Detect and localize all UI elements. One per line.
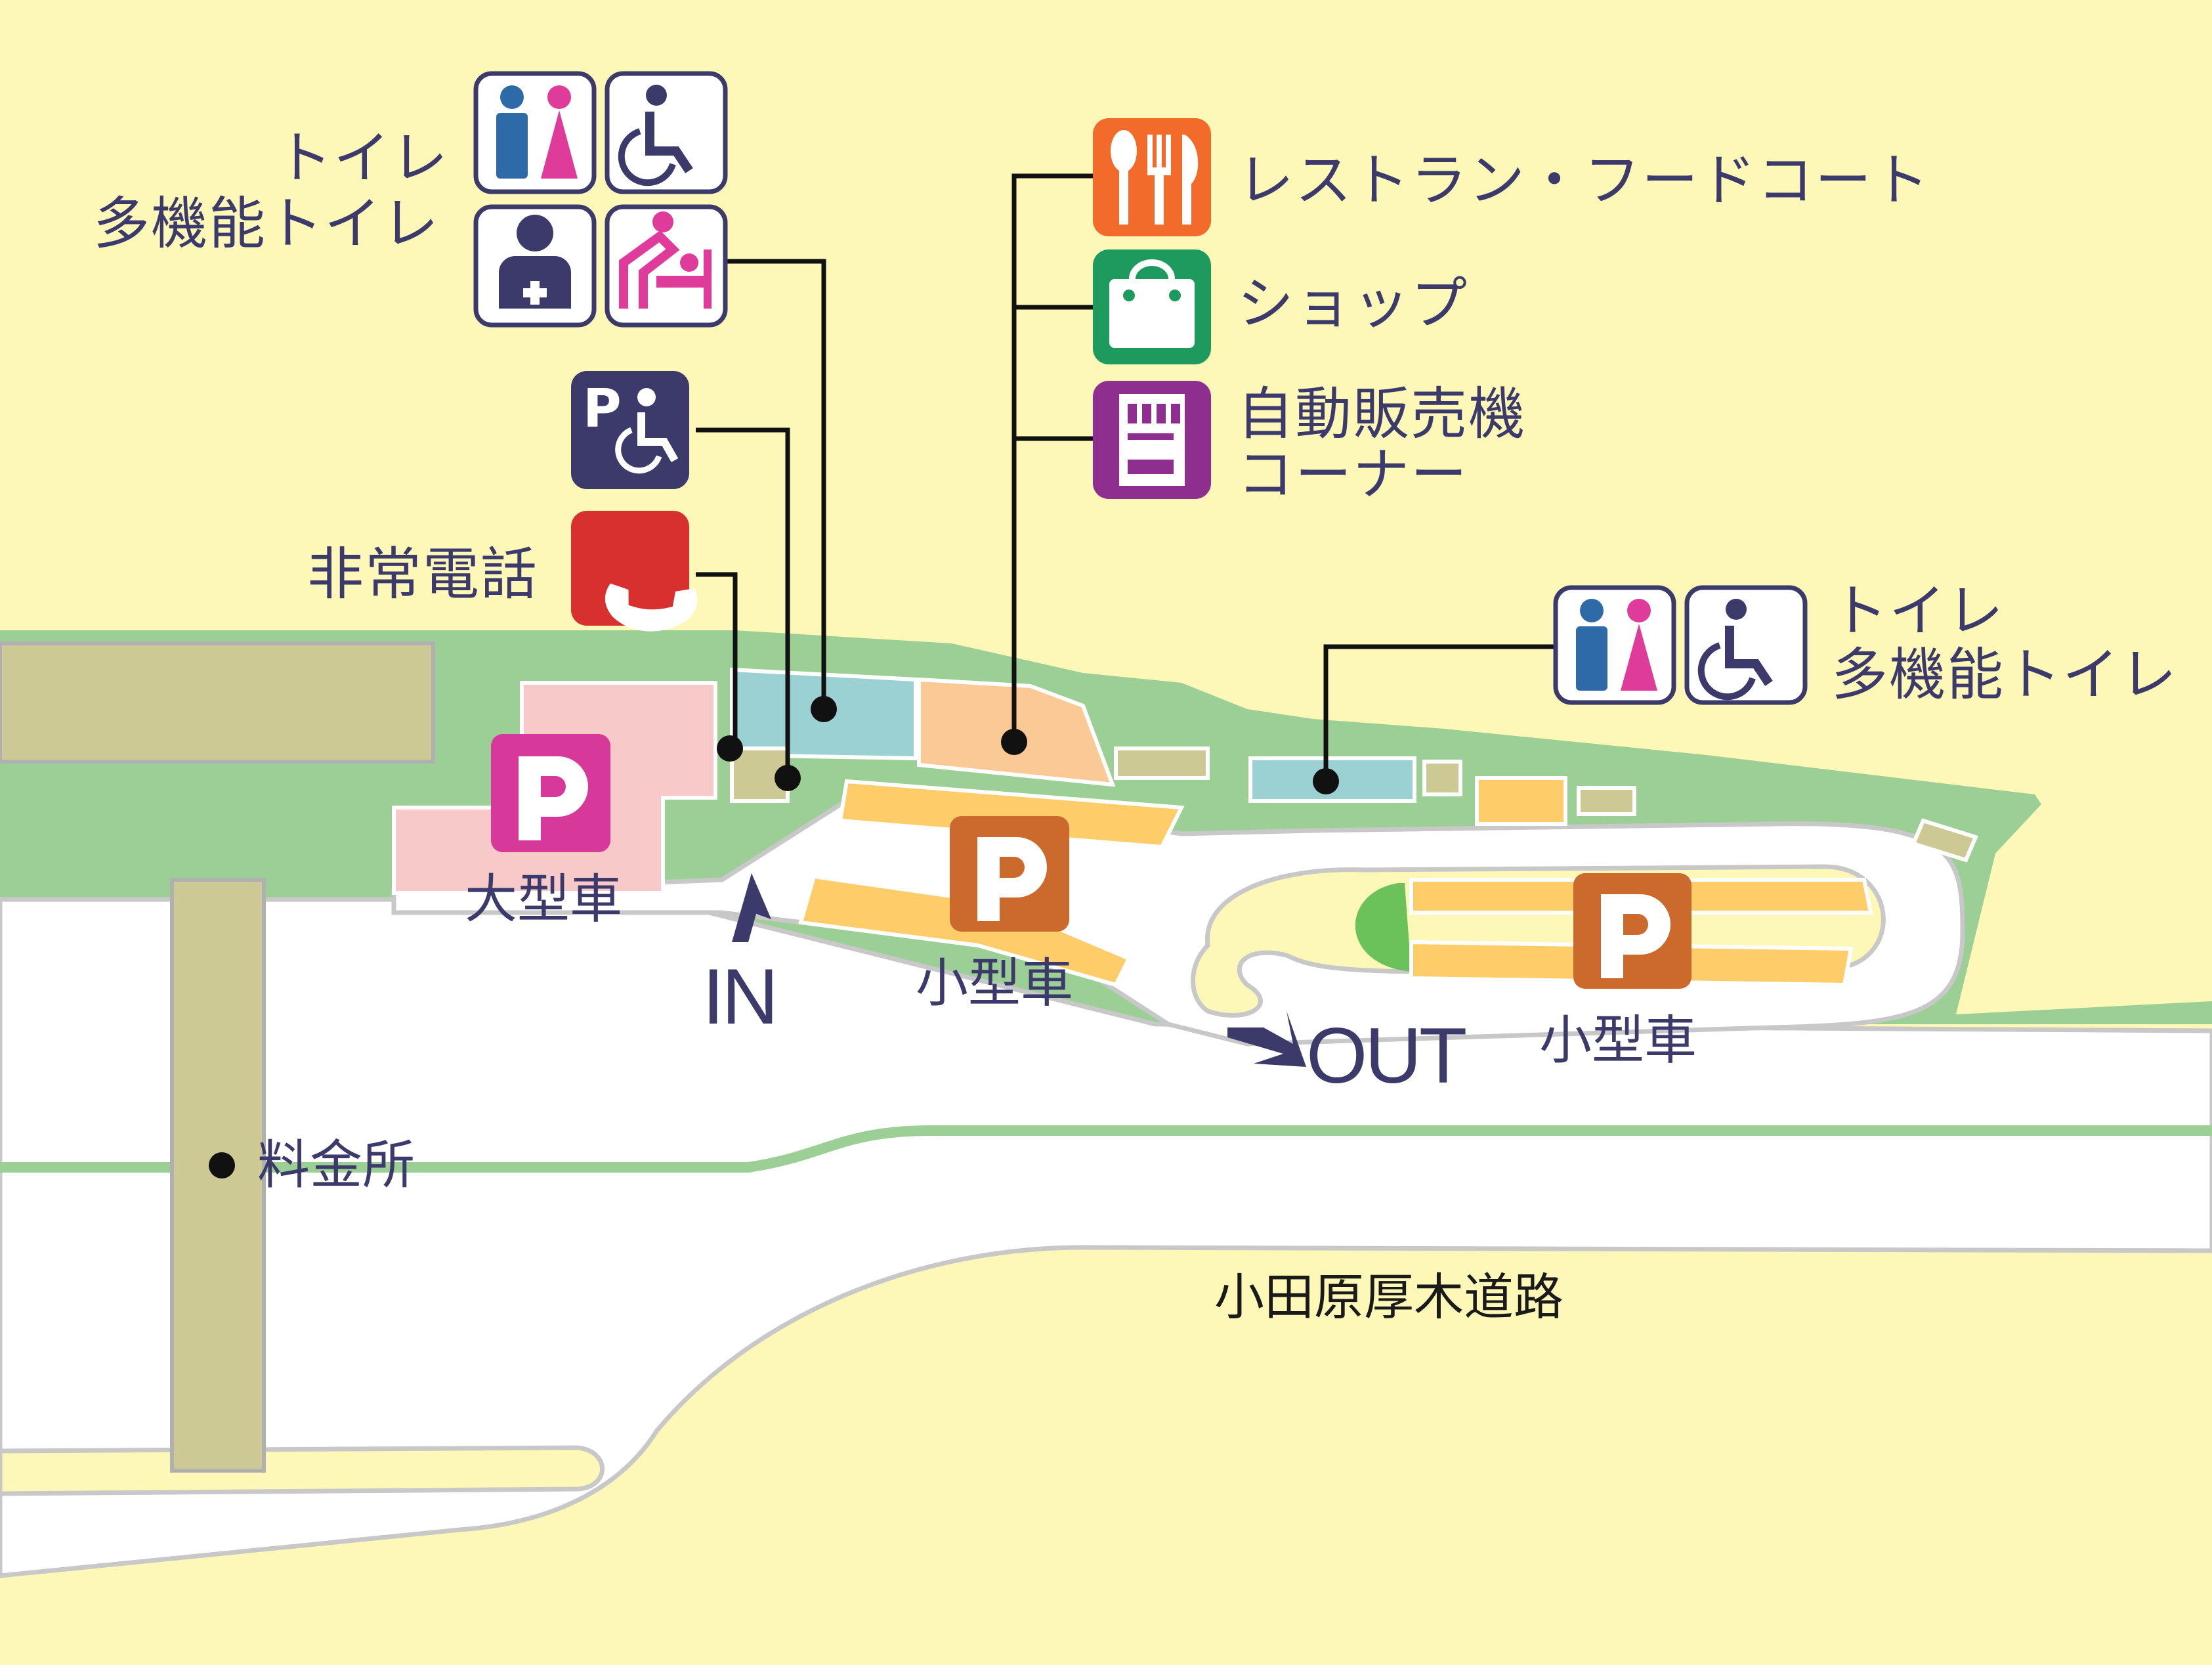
large-parking-p-sign [491,734,610,852]
first-aid-icon [473,204,597,328]
legend-emergency-phone: 非常電話 [307,542,538,607]
vending-machine-icon [1093,381,1211,499]
restroom-icon-east [1553,585,1676,705]
ramp-curve [0,1445,605,1496]
small-building-e [1577,786,1636,816]
legend-vending-line1: 自動販売機 [1237,381,1526,447]
small-parking-strip-1 [838,779,1185,850]
small-building-b [1114,746,1210,780]
small-parking-label-east: 小型車 [1539,1010,1697,1071]
small-building-d [1475,776,1567,826]
tollgate-label: 料金所 [257,1135,415,1196]
large-parking-label: 大型車 [465,869,622,930]
main-road [0,897,2212,1578]
small-building-a [730,746,790,803]
legend-restaurant: レストラン・フードコート [1237,148,1930,213]
accessible-parking-icon: P [571,371,689,489]
building-west [0,641,435,764]
legend-toilet-west-line2: 多機能トイレ [93,191,440,257]
fork-knife-spoon-icon [1093,118,1211,236]
restroom-icon [473,71,597,194]
small-building-f [1910,818,1979,863]
legend-vending-line2: コーナー [1237,442,1468,508]
emergency-phone-icon [571,511,698,632]
legend-toilet-west-line1: トイレ [276,125,449,191]
entrance-label: IN [702,953,778,1041]
legend-toilet-east-line1: トイレ [1831,578,2005,644]
small-parking-p-sign-center [950,816,1069,932]
exit-label: OUT [1306,1012,1467,1100]
road-name-label: 小田原厚木道路 [1214,1268,1563,1326]
exit-arrow-icon [1227,1011,1306,1067]
wheelchair-icon-east [1684,585,1808,705]
leader-dots [209,696,1339,1178]
legend-toilet-east-line2: 多機能トイレ [1831,642,2178,708]
loop-green [1355,883,1411,972]
leader-lines [696,173,1556,781]
legend-shop: ショップ [1237,271,1468,337]
median-strip [0,1125,2212,1173]
shopping-bag-icon [1093,249,1211,364]
entrance-arrow-icon [732,873,771,942]
small-parking-p-sign-east [1573,873,1691,989]
baby-changing-icon [605,204,728,328]
svg-text:P: P [583,378,622,439]
small-building-c [1422,760,1462,796]
wheelchair-icon [605,71,728,194]
small-parking-label-center: 小型車 [916,953,1073,1014]
